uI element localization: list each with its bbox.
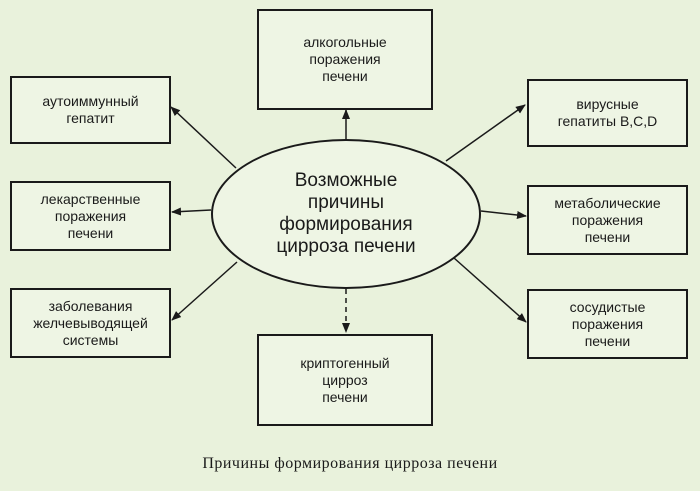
box-cryptogenic: криптогенный цирроз печени bbox=[257, 334, 433, 426]
center-ellipse: Возможные причины формирования цирроза п… bbox=[211, 139, 481, 289]
box-biliary: заболевания желчевыводящей системы bbox=[10, 288, 171, 358]
box-vascular: сосудистые поражения печени bbox=[527, 289, 688, 359]
arrow-to-metabolic bbox=[480, 210, 527, 219]
arrow-to-biliary bbox=[171, 261, 238, 321]
box-alcohol: алкогольные поражения печени bbox=[257, 9, 433, 110]
arrow-to-autoimmune bbox=[170, 106, 237, 169]
box-autoimmune: аутоиммунный гепатит bbox=[10, 76, 171, 144]
box-viral: вирусные гепатиты B,C,D bbox=[527, 79, 688, 147]
figure-caption: Причины формирования цирроза печени bbox=[202, 455, 498, 472]
arrow-to-drug bbox=[171, 207, 212, 216]
box-drug: лекарственные поражения печени bbox=[10, 181, 171, 251]
arrow-to-viral bbox=[445, 104, 526, 162]
box-metabolic: метаболические поражения печени bbox=[527, 185, 688, 255]
arrow-to-vascular bbox=[453, 257, 527, 323]
